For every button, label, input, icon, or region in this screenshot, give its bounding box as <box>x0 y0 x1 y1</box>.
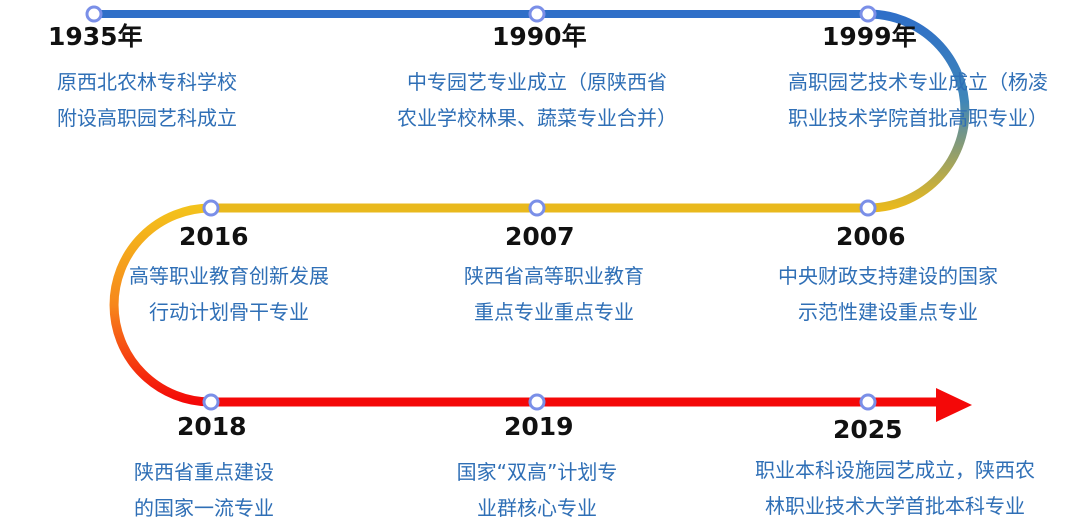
timeline-node <box>859 199 877 217</box>
event-year: 1935年 <box>48 22 143 51</box>
timeline-node <box>85 5 103 23</box>
timeline-node <box>859 5 877 23</box>
event-description-line: 业群核心专业 <box>476 496 597 520</box>
event-year: 2018 <box>177 412 247 441</box>
timeline-node <box>528 393 546 411</box>
track-curve-left <box>109 203 212 407</box>
event-description: 职业本科设施园艺成立，陕西农林职业技术大学首批本科专业 <box>755 452 1035 524</box>
event-year: 1999年 <box>822 22 917 51</box>
event-description-line: 林职业技术大学首批本科专业 <box>765 494 1025 518</box>
event-description-line: 陕西省高等职业教育 <box>464 264 644 288</box>
timeline-node <box>528 5 546 23</box>
event-year: 2007 <box>505 222 575 251</box>
event-description-line: 农业学校林果、蔬菜专业合并） <box>397 106 677 130</box>
track-curve-right <box>867 9 970 213</box>
event-description-line: 职业技术学院首批高职专业） <box>788 106 1048 130</box>
event-description-line: 陕西省重点建设 <box>134 460 274 484</box>
event-description: 中央财政支持建设的国家示范性建设重点专业 <box>778 258 998 330</box>
event-description-line: 原西北农林专科学校 <box>57 70 237 94</box>
event-description-line: 职业本科设施园艺成立，陕西农 <box>755 458 1035 482</box>
event-description-line: 高等职业教育创新发展 <box>129 264 329 288</box>
event-description-line: 重点专业重点专业 <box>474 300 634 324</box>
event-year: 2016 <box>179 222 249 251</box>
event-description-line: 示范性建设重点专业 <box>798 300 978 324</box>
event-description: 原西北农林专科学校附设高职园艺科成立 <box>57 64 237 136</box>
event-description: 中专园艺专业成立（原陕西省农业学校林果、蔬菜专业合并） <box>397 64 677 136</box>
timeline-node <box>202 393 220 411</box>
event-year: 1990年 <box>492 22 587 51</box>
event-description-line: 国家“双高”计划专 <box>456 460 618 484</box>
event-year: 2019 <box>504 412 574 441</box>
event-description-line: 中专园艺专业成立（原陕西省 <box>407 70 667 94</box>
event-description-line: 的国家一流专业 <box>134 496 274 520</box>
event-year: 2006 <box>836 222 906 251</box>
event-description: 陕西省重点建设的国家一流专业 <box>134 454 274 526</box>
event-description: 高等职业教育创新发展行动计划骨干专业 <box>129 258 329 330</box>
event-description-line: 中央财政支持建设的国家 <box>778 264 998 288</box>
event-description: 陕西省高等职业教育重点专业重点专业 <box>464 258 644 330</box>
event-year: 2025 <box>833 415 903 444</box>
event-description: 高职园艺技术专业成立（杨凌职业技术学院首批高职专业） <box>788 64 1048 136</box>
timeline-node <box>528 199 546 217</box>
event-description-line: 行动计划骨干专业 <box>149 300 309 324</box>
arrow-head-icon <box>936 388 972 422</box>
timeline-node <box>859 393 877 411</box>
event-description-line: 高职园艺技术专业成立（杨凌 <box>788 70 1048 94</box>
timeline-node <box>202 199 220 217</box>
event-description-line: 附设高职园艺科成立 <box>57 106 237 130</box>
event-description: 国家“双高”计划专业群核心专业 <box>457 454 618 526</box>
